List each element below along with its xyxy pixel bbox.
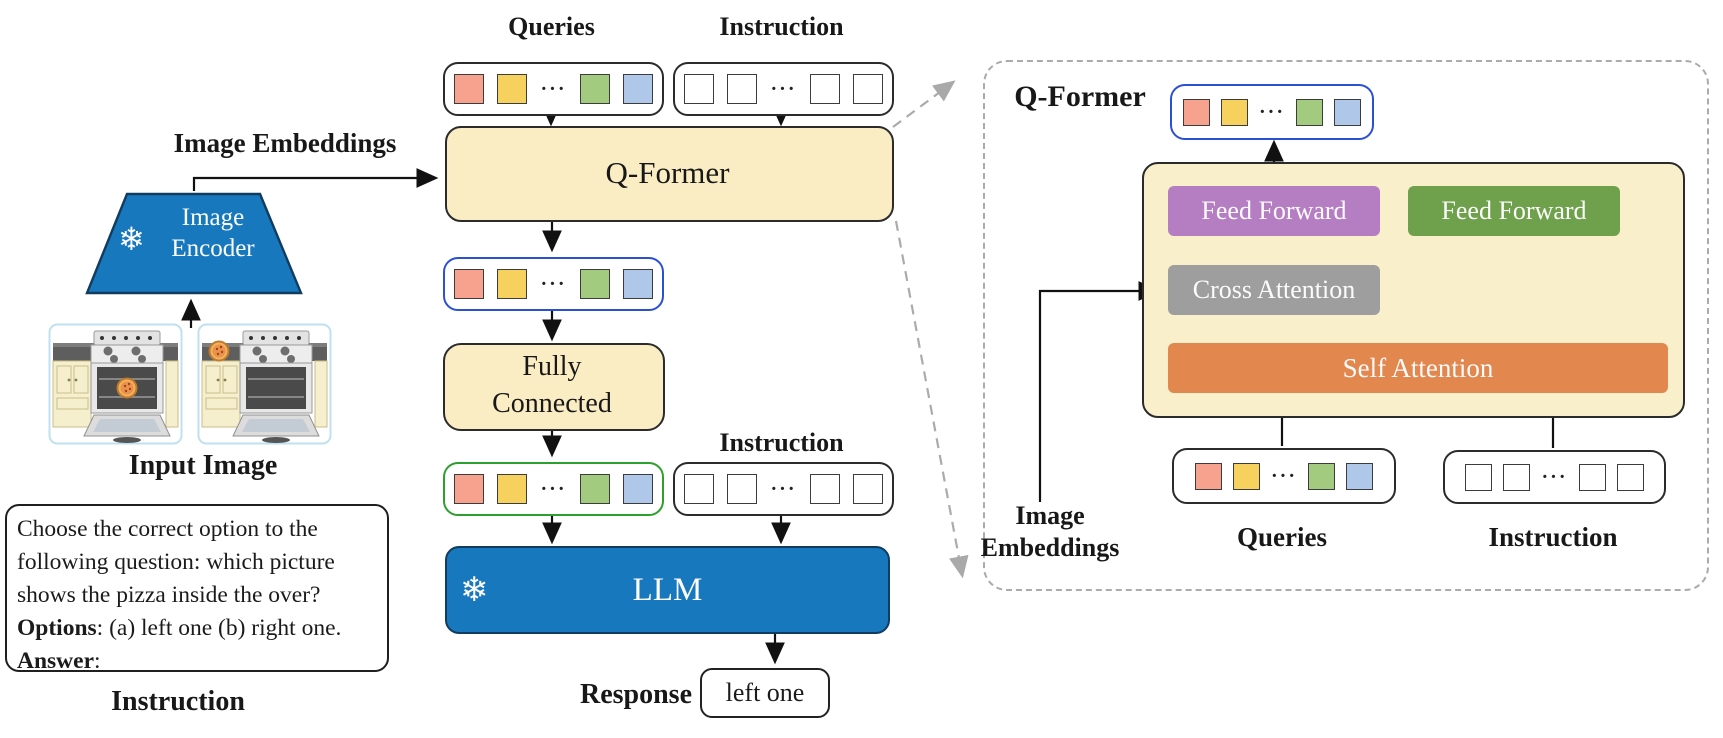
query-token <box>1182 98 1210 126</box>
query-token <box>497 269 528 299</box>
text-token <box>684 74 715 104</box>
query-token-row: ··· <box>443 62 664 116</box>
feed-forward-left-box: Feed Forward <box>1168 186 1380 236</box>
qformer-box <box>445 126 894 222</box>
llm-box <box>445 546 890 634</box>
instruction-label-detail: Instruction <box>1488 522 1618 552</box>
ellipsis-dots: ··· <box>770 78 797 100</box>
query-token <box>622 74 653 104</box>
prompt-line: Answer: <box>17 648 101 674</box>
prompt-line: shows the pizza inside the over? <box>17 582 321 608</box>
text-token <box>1503 463 1531 491</box>
pizza-icon <box>208 340 230 362</box>
image-encoder-label: Image Encoder <box>171 204 255 262</box>
self-attention-box: Self Attention <box>1168 343 1668 393</box>
instruction-token-row: ··· <box>673 62 894 116</box>
image-encoder-trapezoid <box>85 192 303 295</box>
query-output-token-row: ··· <box>443 257 664 311</box>
query-token <box>1220 98 1248 126</box>
query-token <box>1296 98 1323 126</box>
query-token <box>497 474 528 504</box>
ellipsis-dots: ··· <box>540 78 567 100</box>
text-token <box>1578 463 1606 491</box>
text-token <box>809 74 840 104</box>
query-token <box>622 269 653 299</box>
instruction-label-bottom-left: Instruction <box>111 686 245 717</box>
text-token <box>727 74 758 104</box>
prompt-line: Options: (a) left one (b) right one. <box>17 615 342 641</box>
query-token <box>1232 462 1260 490</box>
ellipsis-dots: ··· <box>540 273 567 295</box>
queries-label-detail: Queries <box>1237 522 1327 552</box>
llm-box-label: LLM <box>632 572 703 608</box>
prompt-line: Choose the correct option to the <box>17 516 318 542</box>
query-token <box>497 74 528 104</box>
ellipsis-dots: ··· <box>770 478 797 500</box>
queries-token-row-detail: ··· <box>1172 448 1396 504</box>
pizza-icon <box>116 377 138 399</box>
text-token <box>852 74 883 104</box>
query-token <box>622 474 653 504</box>
text-token <box>1616 463 1644 491</box>
instruction-label-mid: Instruction <box>719 428 844 457</box>
ellipsis-dots: ··· <box>1270 465 1297 487</box>
queries-label-top: Queries <box>508 12 595 41</box>
projected-token-row: ··· <box>443 462 664 516</box>
query-token <box>1334 98 1361 126</box>
response-box: left one <box>700 668 830 718</box>
input-image-label: Input Image <box>128 450 278 481</box>
ellipsis-dots: ··· <box>1258 101 1285 123</box>
text-token <box>727 474 758 504</box>
query-output-token-row-detail: ··· <box>1170 84 1374 140</box>
cross-attention-box: Cross Attention <box>1168 265 1380 315</box>
qformer-detail-title: Q-Former <box>1014 80 1146 113</box>
qformer-detail-panel <box>983 60 1709 591</box>
query-token <box>579 269 610 299</box>
text-token <box>852 474 883 504</box>
query-token <box>579 74 610 104</box>
instruction-label-top: Instruction <box>719 12 844 41</box>
query-token <box>579 474 610 504</box>
text-token <box>1465 463 1493 491</box>
image-embeddings-label: Image Embeddings <box>173 128 397 158</box>
text-token <box>684 474 715 504</box>
instruction-token-row-mid: ··· <box>673 462 894 516</box>
instruction-token-row-detail: ··· <box>1443 450 1666 504</box>
qformer-box-label: Q-Former <box>605 155 730 190</box>
response-value: left one <box>725 678 805 707</box>
query-token <box>454 269 485 299</box>
query-token <box>454 74 485 104</box>
snowflake-icon: ❄ <box>118 221 145 257</box>
ellipsis-dots: ··· <box>540 478 567 500</box>
snowflake-icon: ❄ <box>460 572 489 609</box>
query-token <box>1346 462 1373 490</box>
image-embeddings-label-detail: Image Embeddings <box>980 501 1120 562</box>
ellipsis-dots: ··· <box>1541 466 1568 488</box>
response-label: Response <box>579 679 692 710</box>
feed-forward-right-box: Feed Forward <box>1408 186 1620 236</box>
query-token <box>1194 462 1222 490</box>
fully-connected-box <box>443 343 665 431</box>
prompt-line: following question: which picture <box>17 549 335 575</box>
input-image-right-pizza-on-counter <box>197 323 332 445</box>
fully-connected-label: Fully Connected <box>492 351 612 419</box>
query-token <box>454 474 485 504</box>
input-image-left-pizza-in-oven <box>48 323 183 445</box>
text-token <box>809 474 840 504</box>
query-token <box>1308 462 1335 490</box>
instruction-prompt-box: Choose the correct option to the followi… <box>5 504 389 674</box>
